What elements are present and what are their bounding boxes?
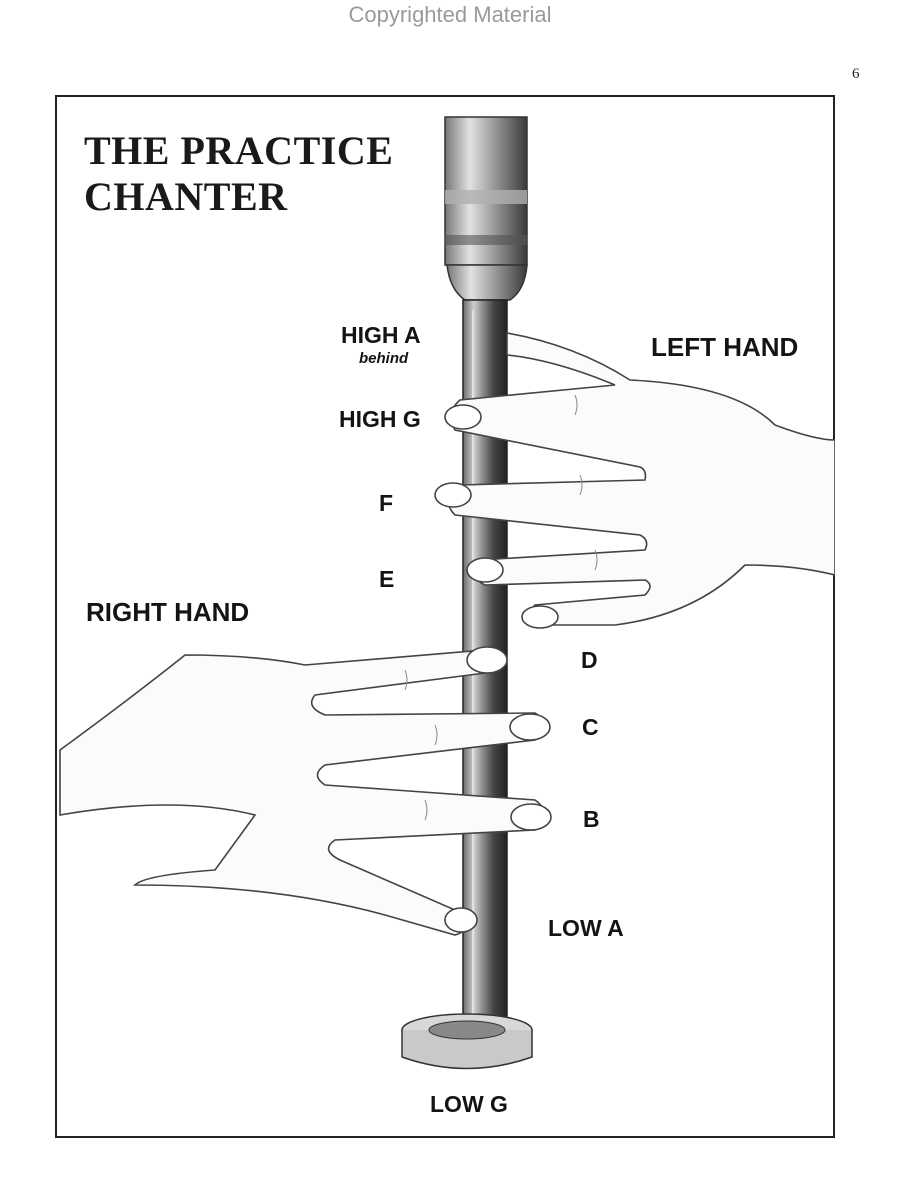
note-label-b: B — [583, 806, 600, 832]
right-hand-label: RIGHT HAND — [86, 597, 250, 627]
illustration-frame — [55, 95, 835, 1138]
page-title: THE PRACTICE CHANTER — [84, 128, 393, 220]
page-number: 6 — [852, 66, 860, 82]
copyright-watermark: Copyrighted Material — [348, 2, 552, 27]
chanter-top — [444, 116, 528, 301]
chanter-hands-illustration — [59, 116, 835, 1070]
title-line-2: CHANTER — [84, 174, 288, 219]
title-line-1: THE PRACTICE — [84, 128, 394, 173]
note-label-low-a: LOW A — [548, 915, 624, 941]
note-label-low-g: LOW G — [430, 1091, 508, 1117]
note-label-f: F — [379, 490, 394, 516]
right-hand — [59, 646, 552, 936]
note-label-high-g: HIGH G — [339, 406, 421, 432]
note-label-d: D — [581, 647, 598, 673]
note-label-high-a: HIGH A — [341, 322, 421, 348]
left-hand — [434, 332, 835, 629]
chanter-sole — [401, 1013, 533, 1070]
note-label-high-a-behind: behind — [359, 350, 409, 367]
note-label-e: E — [379, 566, 395, 592]
note-label-c: C — [582, 714, 599, 740]
left-hand-label: LEFT HAND — [651, 332, 799, 362]
